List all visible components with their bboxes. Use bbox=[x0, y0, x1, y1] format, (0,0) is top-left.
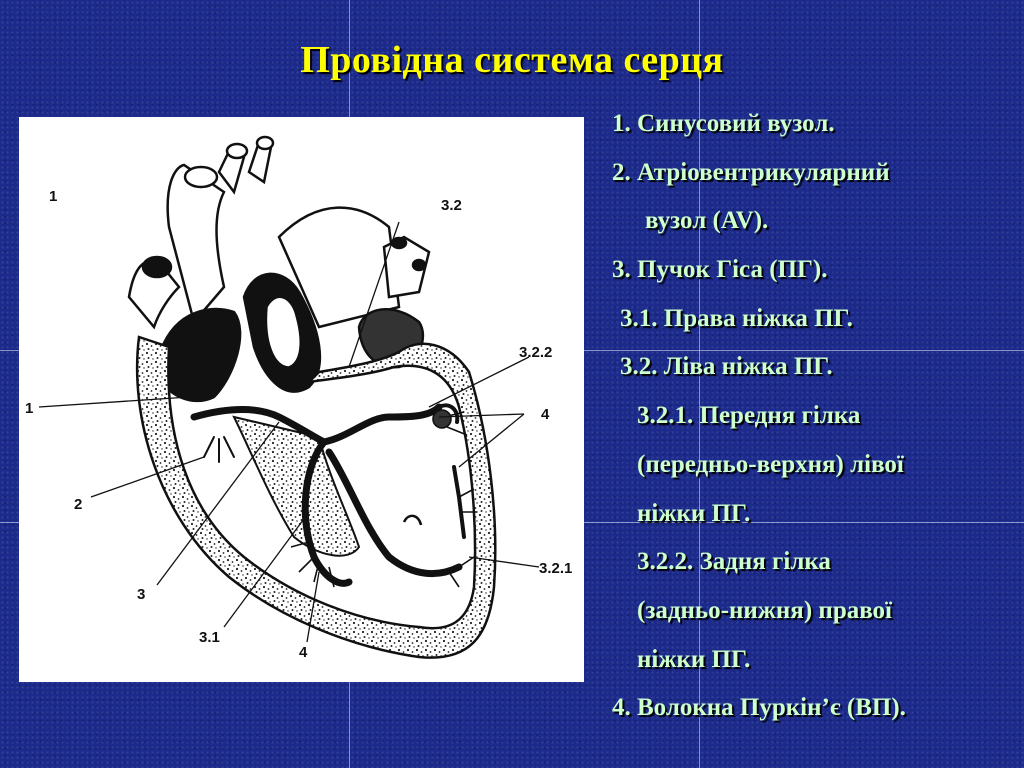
label-3: 3 bbox=[137, 586, 145, 603]
label-4-bottom: 4 bbox=[299, 644, 308, 661]
corner-mark: 1 bbox=[49, 188, 57, 205]
great-vessels bbox=[127, 135, 431, 330]
label-3-2-2: 3.2.2 bbox=[519, 344, 552, 361]
conduction-pathways bbox=[190, 403, 466, 587]
legend-item: 3.1. Права ніжка ПГ. bbox=[620, 304, 853, 332]
legend-item: 3. Пучок Гіса (ПГ). bbox=[612, 256, 828, 284]
label-3-2: 3.2 bbox=[441, 197, 462, 214]
legend-item: 1. Синусовий вузол. bbox=[612, 110, 835, 137]
legend-item: ніжки ПГ. bbox=[637, 645, 751, 673]
legend-item: вузол (AV). bbox=[645, 207, 769, 235]
myocardium-wall bbox=[135, 335, 497, 659]
legend-item: (задньо-нижня) правої bbox=[637, 596, 892, 624]
legend-list: 1. Синусовий вузол. 2. Атріовентрикулярн… bbox=[612, 100, 1022, 733]
legend-item: 2. Атріовентрикулярний bbox=[612, 158, 890, 186]
septum bbox=[232, 415, 361, 557]
legend-item: 3.2.2. Задня гілка bbox=[637, 548, 831, 576]
slide-title: Провідна система серця bbox=[300, 39, 724, 81]
legend-item: 4. Волокна Пуркін’є (ВП). bbox=[612, 694, 906, 722]
legend-item: (передньо-верхня) лівої bbox=[637, 450, 904, 478]
slide-grid-line bbox=[699, 0, 700, 768]
label-2: 2 bbox=[74, 496, 82, 513]
leader-lines bbox=[38, 221, 540, 643]
label-3-1: 3.1 bbox=[199, 629, 220, 646]
label-3-2-1: 3.2.1 bbox=[539, 560, 572, 577]
label-1: 1 bbox=[25, 400, 33, 417]
heart-chambers bbox=[157, 272, 425, 403]
legend-item: 3.2.1. Передня гілка bbox=[637, 402, 861, 430]
heart-illustration: 1 2 3 3.1 3.2 3.2.2 4 3.2.1 4 1 bbox=[25, 135, 572, 661]
label-4-right: 4 bbox=[541, 406, 550, 423]
legend-item: ніжки ПГ. bbox=[637, 499, 751, 527]
heart-conduction-diagram: 1 2 3 3.1 3.2 3.2.2 4 3.2.1 4 1 bbox=[19, 117, 584, 682]
legend-item: 3.2. Ліва ніжка ПГ. bbox=[620, 353, 833, 381]
